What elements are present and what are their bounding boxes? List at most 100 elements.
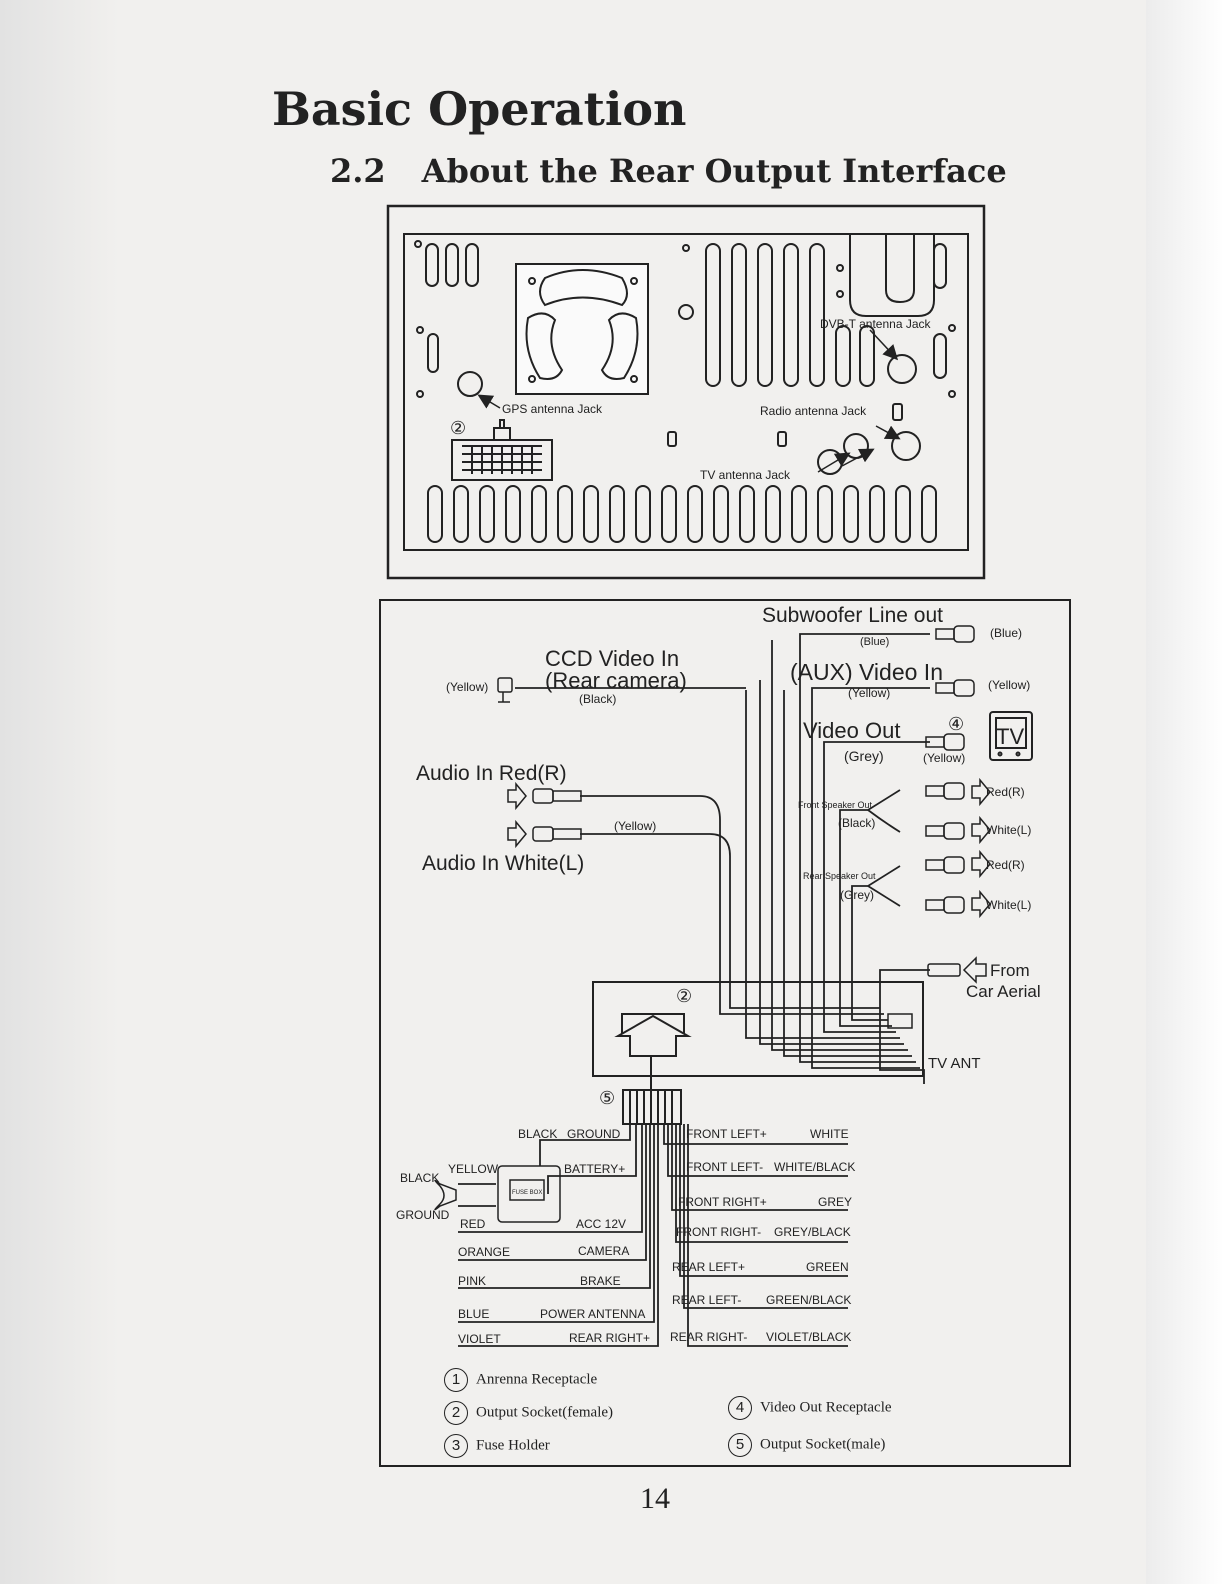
wire-color-orange: ORANGE — [458, 1245, 510, 1259]
audio-red-label: Audio In Red(R) — [416, 762, 567, 785]
arrow-left-icon — [962, 956, 987, 984]
wire-fn-front-left-minus: FRONT LEFT- — [686, 1160, 763, 1174]
harness-wires — [458, 1124, 848, 1347]
ground-black-label: BLACK — [400, 1171, 439, 1185]
subwoofer-color: (Blue) — [860, 636, 889, 648]
fuse-box-label: FUSE BOX — [512, 1190, 542, 1196]
aerial-label-1: From — [990, 961, 1030, 980]
arrow-right-icon — [971, 815, 991, 845]
arrow-right-icon — [507, 819, 527, 849]
aux-color: (Yellow) — [848, 686, 890, 700]
videoout-marker: ④ — [948, 714, 964, 734]
wire-fn-battery: BATTERY+ — [564, 1162, 625, 1176]
gps-label: GPS antenna Jack — [502, 402, 603, 416]
legend-text: Anrenna Receptacle — [476, 1371, 598, 1388]
tv-label: TV antenna Jack — [700, 468, 791, 482]
wire-color-blue: BLUE — [458, 1307, 489, 1321]
tv-icon — [989, 711, 1033, 761]
wire-color-violet-black: VIOLET/BLACK — [766, 1330, 851, 1344]
wire-fn-ground: GROUND — [567, 1127, 621, 1141]
arrow-right-icon — [971, 849, 991, 879]
subwoofer-plug-color: (Blue) — [990, 626, 1022, 640]
rear-panel — [386, 204, 986, 580]
aux-label: (AUX) Video In — [790, 659, 943, 685]
radio-jack-icon — [891, 431, 921, 461]
legend-item-4: 4 Video Out Receptacle — [728, 1396, 892, 1420]
wire-color-green-black: GREEN/BLACK — [766, 1293, 851, 1307]
legend-number: 4 — [728, 1396, 752, 1420]
output-socket-box — [592, 981, 924, 1077]
aux-plug-icon — [935, 679, 975, 697]
wire-fn-rear-right-minus: REAR RIGHT- — [670, 1330, 747, 1344]
rca-plugs — [497, 625, 991, 984]
section-number: 2.2 — [330, 152, 386, 190]
aerial-label-2: Car Aerial — [966, 982, 1041, 1001]
ccd-plug-color: (Yellow) — [446, 680, 488, 694]
subwoofer-label: Subwoofer Line out — [762, 604, 943, 627]
ccd-color: (Black) — [579, 692, 616, 706]
ccd-label-1: CCD Video In — [545, 646, 679, 671]
rear-speaker-color: (Grey) — [840, 888, 874, 902]
wire-fn-rear-right-plus: REAR RIGHT+ — [569, 1331, 650, 1345]
bottom-vents — [427, 485, 937, 543]
dvbt-jack-icon — [887, 354, 917, 384]
front-white-text: White(L) — [986, 823, 1031, 837]
page-shadow-left — [0, 0, 120, 1584]
section-title: About the Rear Output Interface — [421, 152, 1007, 190]
legend-number: 2 — [444, 1401, 468, 1425]
legend-text: Output Socket(male) — [760, 1436, 886, 1453]
legend-number: 1 — [444, 1368, 468, 1392]
audio-red-plug-icon — [532, 788, 582, 804]
ccd-plug-icon — [497, 677, 513, 703]
page-title: Basic Operation — [272, 82, 687, 136]
wire-fn-rear-left-plus: REAR LEFT+ — [672, 1260, 745, 1274]
front-speaker-label: Front Speaker Out — [798, 800, 873, 810]
audio-color: (Yellow) — [614, 819, 656, 833]
wiring-frame — [379, 599, 1071, 1467]
ccd-label-2: (Rear camera) — [545, 668, 687, 693]
aerial-plug-icon — [927, 963, 961, 977]
wire-color-white-black: WHITE/BLACK — [774, 1160, 855, 1174]
page-number: 14 — [640, 1482, 670, 1515]
wire-fn-rear-left-minus: REAR LEFT- — [672, 1293, 741, 1307]
videoout-label: Video Out — [803, 718, 900, 743]
wire-color-yellow: YELLOW — [448, 1162, 499, 1176]
wire-fn-camera: CAMERA — [578, 1244, 629, 1258]
wire-color-grey-black: GREY/BLACK — [774, 1225, 851, 1239]
arrow-right-icon — [971, 777, 991, 807]
subwoofer-plug-icon — [935, 625, 975, 643]
legend-number: 3 — [444, 1434, 468, 1458]
rear-white-text: White(L) — [986, 898, 1031, 912]
front-white-plug-icon — [925, 822, 965, 840]
videoout-plug-icon — [925, 733, 965, 751]
aux-plug-color: (Yellow) — [988, 678, 1030, 692]
connector-marker: ⑤ — [599, 1088, 615, 1108]
fan-icon — [525, 269, 639, 380]
page-shadow-right — [1146, 0, 1224, 1584]
front-speaker-color: (Black) — [838, 816, 875, 830]
wire-color-pink: PINK — [458, 1274, 486, 1288]
legend-text: Output Socket(female) — [476, 1404, 614, 1421]
legend-item-1: 1 Anrenna Receptacle — [444, 1368, 597, 1392]
arrow-right-icon — [507, 781, 527, 811]
videoout-color: (Grey) — [844, 748, 884, 764]
wire-fn-front-right-plus: FRONT RIGHT+ — [678, 1195, 767, 1209]
audio-white-plug-icon — [532, 826, 582, 842]
wire-fn-brake: BRAKE — [580, 1274, 621, 1288]
rear-red-text: Red(R) — [986, 858, 1025, 872]
panel-socket-marker: ② — [450, 418, 466, 438]
radio-label: Radio antenna Jack — [760, 404, 867, 418]
socket-marker: ② — [676, 986, 692, 1006]
wire-fn-front-left-plus: FRONT LEFT+ — [686, 1127, 767, 1141]
wire-fn-front-right-minus: FRONT RIGHT- — [676, 1225, 761, 1239]
videoout-plug-color: (Yellow) — [923, 751, 965, 765]
legend-text: Video Out Receptacle — [760, 1399, 892, 1416]
wire-color-green: GREEN — [806, 1260, 849, 1274]
ground-lug-icon — [434, 1179, 457, 1211]
section-heading: 2.2 About the Rear Output Interface — [330, 152, 1007, 190]
output-socket-icon — [451, 419, 553, 481]
gps-jack-icon — [457, 371, 483, 397]
